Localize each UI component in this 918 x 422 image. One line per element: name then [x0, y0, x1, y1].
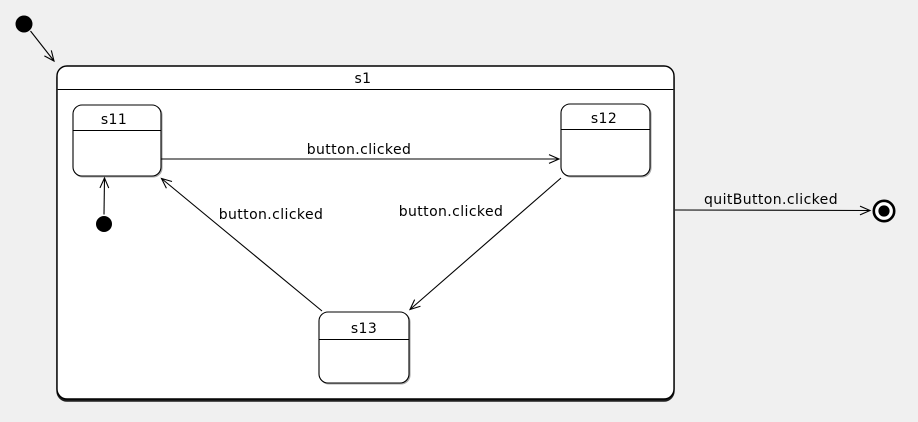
state-s1-title: s1: [354, 71, 371, 87]
transition-inner-initial-to-s11-arrow: [99, 176, 110, 215]
inner-initial-state-marker: [96, 216, 112, 232]
transition-s13-to-s11-label: button.clicked: [219, 207, 324, 223]
state-s12: s12: [560, 103, 651, 177]
transition-s13-to-s11: button.clicked: [160, 177, 324, 312]
transition-s12-to-s13-line: [408, 177, 562, 311]
final-state-inner-dot: [878, 205, 890, 217]
state-s13: s13: [318, 311, 410, 384]
initial-state-marker: [15, 15, 33, 33]
transition-s12-to-s13-label: button.clicked: [399, 204, 504, 220]
transition-s1-to-final: quitButton.clicked: [674, 192, 872, 216]
state-s11: s11: [72, 104, 162, 177]
transition-s11-to-s12-label: button.clicked: [307, 142, 412, 158]
state-s13-body: [318, 311, 410, 384]
transition-s11-to-s12: button.clicked: [161, 142, 561, 164]
state-s12-title: s12: [591, 111, 617, 127]
transition-s1-to-final-label: quitButton.clicked: [704, 192, 838, 208]
state-s1-body: [56, 65, 675, 400]
transition-s12-to-s13: button.clicked: [399, 177, 562, 311]
state-s12-body: [560, 103, 651, 177]
state-s13-title: s13: [351, 321, 377, 337]
state-s11-body: [72, 104, 162, 177]
transition-s1-to-final-line: [674, 205, 872, 216]
final-state-marker: [872, 199, 896, 223]
transition-s13-to-s11-line: [160, 177, 323, 312]
composite-state-s1: s1: [56, 65, 675, 400]
state-s11-title: s11: [101, 112, 127, 128]
transition-initial-to-s1-arrow: [30, 30, 55, 63]
